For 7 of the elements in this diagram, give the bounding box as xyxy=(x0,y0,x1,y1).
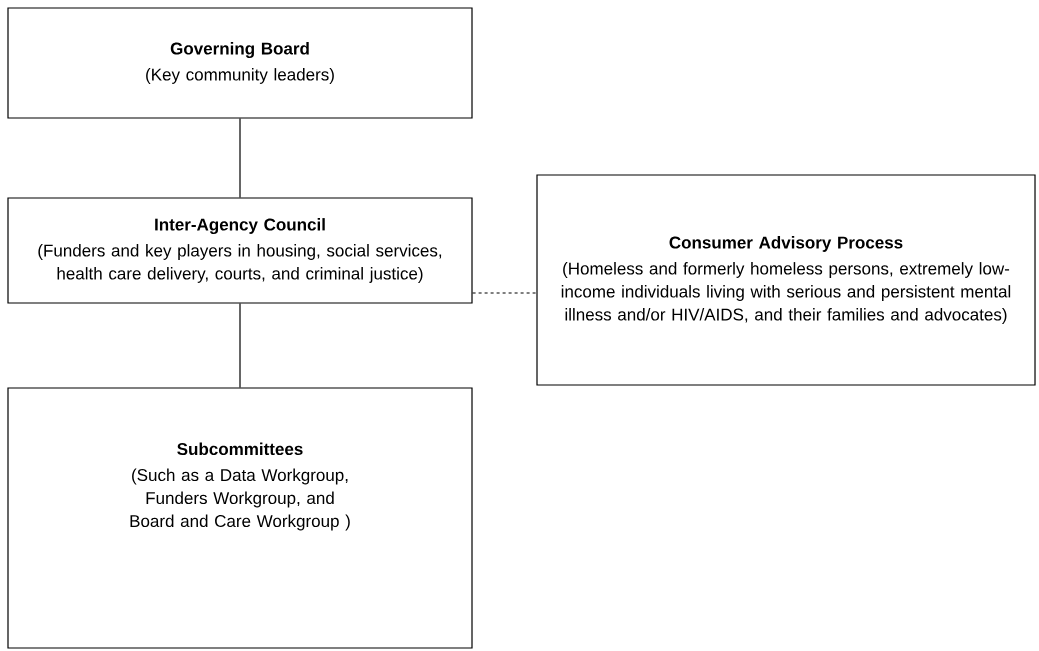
process-box: Consumer Advisory Process (Homeless and formerly homeless persons, extremely low-income individuals living with serious and persistent mental illness and/or HIV/AIDS, and their families and advocates) xyxy=(536,174,1036,386)
process-box: Subcommittees (Such as a Data Workgroup, Funders Workgroup, and Board and Care Workgroup ) xyxy=(7,387,473,649)
connector-line xyxy=(239,118,241,198)
process-box: Inter-Agency Council (Funders and key players in housing, social services, health care delivery, courts, and criminal justice) xyxy=(7,197,473,304)
process-box: Governing Board (Key community leaders) xyxy=(7,7,473,119)
connector-line xyxy=(472,292,537,294)
connector-line xyxy=(239,303,241,388)
